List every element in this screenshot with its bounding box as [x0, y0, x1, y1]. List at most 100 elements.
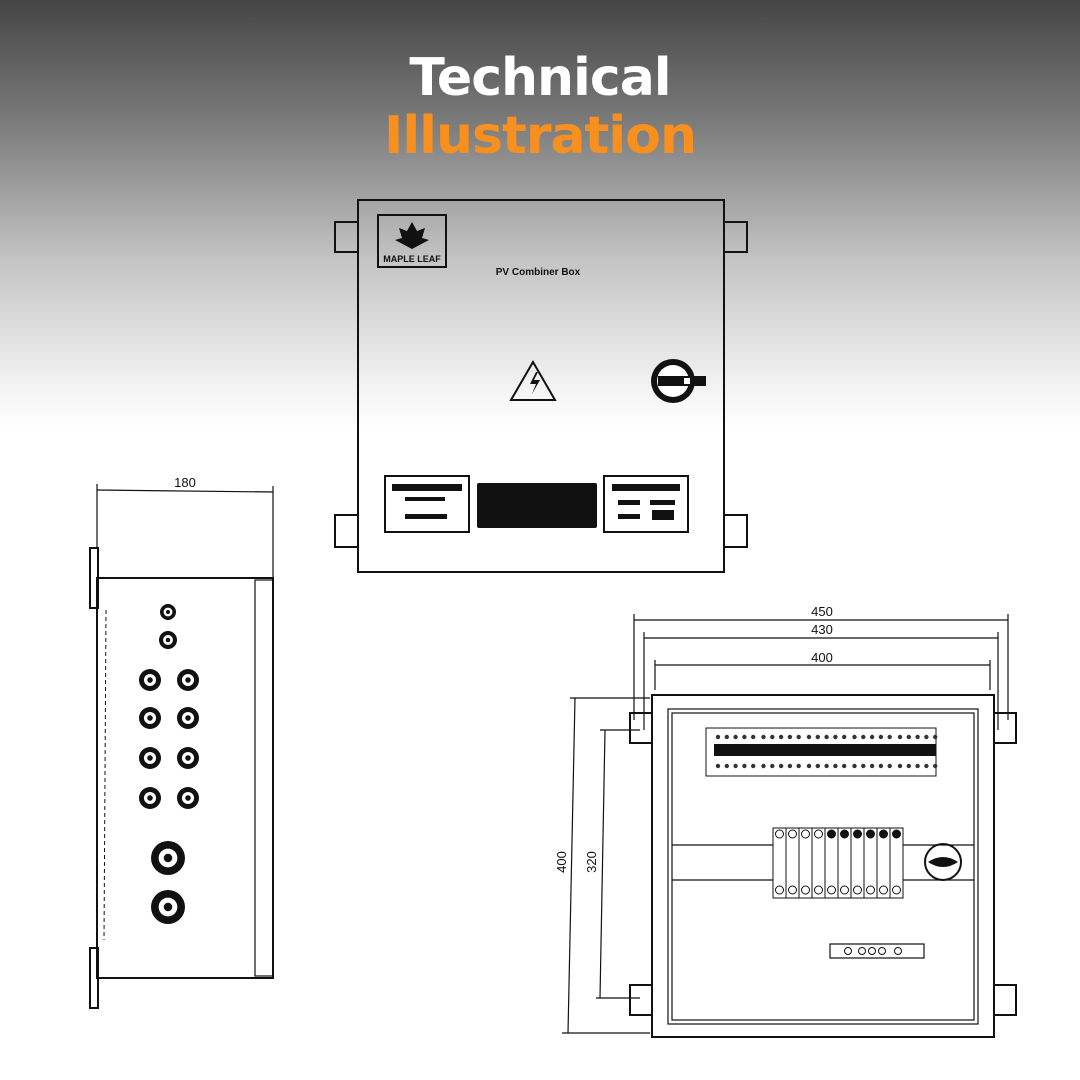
gland-core [185, 755, 191, 761]
terminal-screw [787, 763, 793, 769]
isolator-switch[interactable] [924, 843, 962, 881]
terminal-screw [861, 734, 866, 740]
terminal-screw [724, 734, 729, 740]
terminal-screw [906, 763, 911, 769]
breaker-row [772, 827, 904, 899]
dimension-line [96, 489, 274, 493]
breaker-terminal [853, 829, 862, 839]
breaker-terminal [814, 885, 823, 895]
busbar-hole [868, 947, 876, 955]
breaker-terminal [879, 885, 888, 895]
title-line-1: Technical [409, 48, 671, 108]
terminal-screw [852, 734, 857, 740]
terminal-screw [761, 734, 766, 740]
dimension-450: 450 [811, 604, 833, 619]
mount-tab [723, 221, 748, 253]
terminal-screw [715, 734, 721, 740]
gland-core [185, 677, 191, 683]
terminal-screw [887, 734, 892, 740]
breaker-terminal [801, 829, 810, 839]
terminal-screw [869, 734, 875, 740]
terminal-screw [742, 763, 747, 769]
terminal-screw [787, 734, 793, 740]
internal-view: 450 430 400 400 320 [554, 604, 1017, 1038]
busbar-hole [858, 947, 866, 955]
gland-core [165, 637, 171, 643]
rotary-lock-icon[interactable] [651, 359, 706, 403]
terminal-screw [842, 763, 847, 769]
gland-core [163, 902, 173, 912]
terminal-screw [842, 734, 847, 740]
terminal-screw [806, 763, 812, 769]
terminal-screw [770, 734, 775, 740]
terminal-screw [915, 763, 920, 769]
cable-entry-panel-right [603, 475, 689, 533]
dimension-400-width: 400 [811, 650, 833, 665]
front-enclosure [357, 199, 725, 573]
terminal-screw [897, 763, 903, 769]
gland-core [147, 715, 153, 721]
terminal-block-row [705, 727, 938, 777]
logo-text: MAPLE LEAF [383, 254, 441, 264]
terminal-screw [824, 763, 829, 769]
gland-core [166, 610, 170, 614]
dimension-320: 320 [584, 851, 599, 873]
display-window [477, 483, 597, 528]
breaker-terminal [827, 829, 836, 839]
title-line-2: Illustration [384, 106, 697, 166]
terminal-screw [778, 763, 784, 769]
terminal-screw [724, 763, 729, 769]
terminal-screw [924, 763, 929, 769]
terminal-screw [869, 763, 875, 769]
terminal-screw [852, 763, 857, 769]
gland-core [147, 677, 153, 683]
busbar-hole [894, 947, 902, 955]
terminal-screw [751, 734, 756, 740]
mount-tab [334, 514, 359, 548]
terminal-screw [806, 734, 812, 740]
terminal-screw [815, 763, 820, 769]
breaker-terminal [866, 885, 875, 895]
internal-enclosure [651, 694, 995, 1038]
logo-box [377, 214, 447, 268]
terminal-screw [897, 734, 903, 740]
terminal-screw [833, 763, 838, 769]
breaker-terminal [866, 829, 875, 839]
breaker-terminal [775, 829, 784, 839]
dimension-430: 430 [811, 622, 833, 637]
breaker-terminal [827, 885, 836, 895]
terminal-screw [915, 734, 920, 740]
terminal-screw [733, 734, 738, 740]
gland-core [147, 755, 153, 761]
cable-entry-panel-left [384, 475, 470, 533]
breaker-terminal [801, 885, 810, 895]
terminal-bus [714, 744, 936, 756]
maple-leaf-icon [395, 222, 429, 249]
terminal-screw [924, 734, 929, 740]
terminal-screw [861, 763, 866, 769]
earth-busbar [829, 943, 925, 959]
terminal-screw [778, 734, 784, 740]
gland-core [163, 853, 173, 863]
breaker-terminal [775, 885, 784, 895]
terminal-screw [824, 734, 829, 740]
terminal-screw [796, 763, 801, 769]
busbar-hole [844, 947, 852, 955]
breaker-module [889, 827, 904, 899]
breaker-terminal [892, 829, 901, 839]
side-enclosure [96, 577, 274, 979]
dimension-lines [562, 614, 1009, 1034]
breaker-terminal [853, 885, 862, 895]
breaker-terminal [788, 885, 797, 895]
breaker-terminal [892, 885, 901, 895]
breaker-terminal [840, 885, 849, 895]
dimension-400-height: 400 [554, 851, 569, 873]
mount-tab [723, 514, 748, 548]
terminal-screw [933, 763, 938, 769]
terminal-screw [796, 734, 801, 740]
terminal-screw [715, 763, 721, 769]
front-view: MAPLE LEAF PV Combiner Box [334, 199, 748, 573]
terminal-screw [751, 763, 756, 769]
cable-glands [139, 604, 199, 924]
product-label: PV Combiner Box [496, 267, 581, 278]
